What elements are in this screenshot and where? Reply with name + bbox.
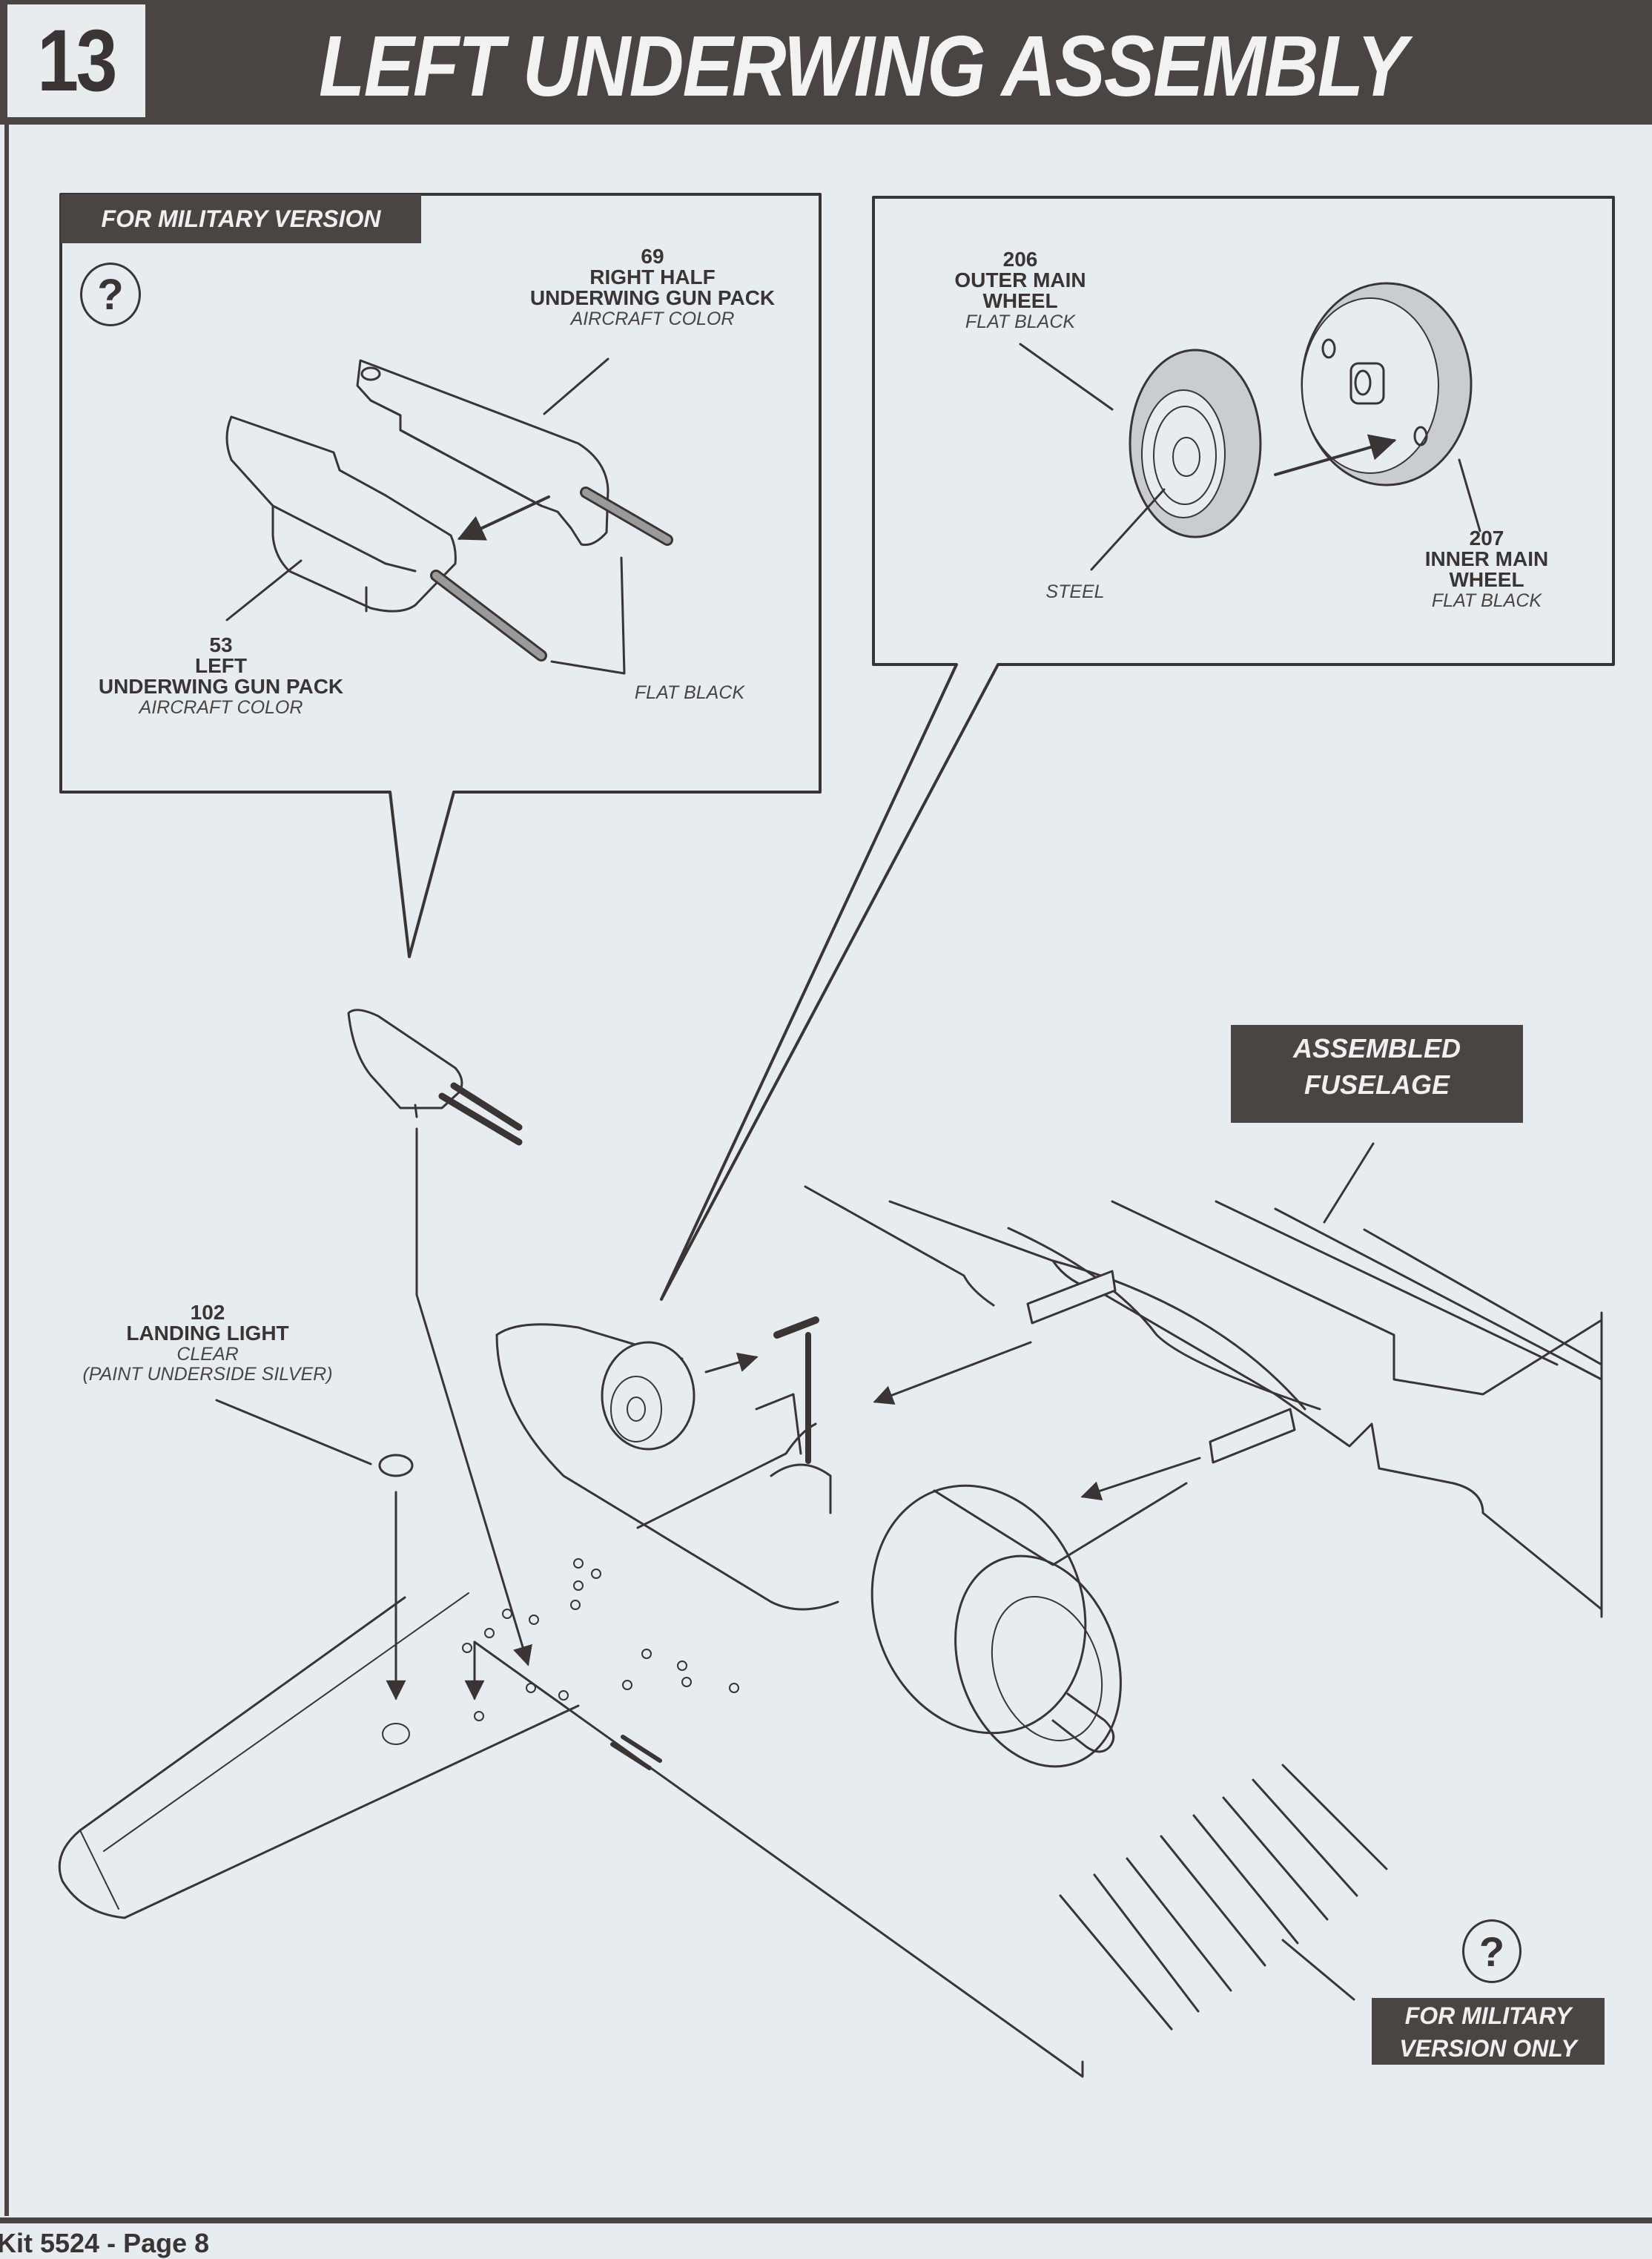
step-header: 13 LEFT UNDERWING ASSEMBLY	[0, 0, 1652, 125]
rockets-drawing	[1059, 1764, 1388, 2031]
label-line: VERSION ONLY	[1399, 2035, 1577, 2062]
step-number: 13	[37, 12, 118, 110]
gun-pack-53-drawing	[225, 415, 547, 662]
part-number: 206	[1002, 248, 1038, 271]
part-number: 102	[190, 1301, 225, 1324]
part-name-line: RIGHT HALF	[589, 266, 716, 288]
main-wheel-assembled-drawing	[601, 1341, 696, 1451]
part-color: AIRCRAFT COLOR	[139, 697, 303, 718]
part-color: FLAT BLACK	[634, 682, 745, 703]
label-line: ASSEMBLED	[1292, 1033, 1461, 1063]
hub-color-label: STEEL	[1038, 581, 1112, 601]
part-color: AIRCRAFT COLOR	[570, 309, 735, 329]
label-line: FOR MILITARY	[1404, 2002, 1572, 2029]
wing-drawing	[58, 1422, 1084, 2078]
assembled-fuselage-label: ASSEMBLED FUSELAGE	[1231, 1025, 1523, 1123]
wing-mount-holes	[462, 1558, 739, 1721]
part-color: FLAT BLACK	[965, 311, 1076, 332]
part-206-label: 206 OUTER MAIN WHEEL FLAT BLACK	[939, 249, 1102, 332]
question-circle-icon[interactable]: ?	[80, 263, 141, 326]
step-title: LEFT UNDERWING ASSEMBLY	[319, 18, 1407, 114]
engine-cowling-drawing	[870, 1482, 1188, 1768]
part-69-label: 69 RIGHT HALF UNDERWING GUN PACK AIRCRAF…	[519, 246, 786, 329]
part-207-label: 207 INNER MAIN WHEEL FLAT BLACK	[1409, 528, 1565, 610]
question-circle-icon[interactable]: ?	[1462, 1919, 1522, 1983]
part-color: CLEAR	[176, 1344, 239, 1365]
step-number-box: 13	[7, 4, 145, 117]
part-number: 69	[641, 245, 664, 268]
page-frame-bottom	[0, 2217, 1652, 2223]
landing-gear-strut-drawing	[755, 1316, 832, 1514]
part-note: (PAINT UNDERSIDE SILVER)	[82, 1364, 333, 1385]
part-color: FLAT BLACK	[1431, 590, 1542, 611]
label-line: FUSELAGE	[1304, 1069, 1450, 1100]
outer-wheel-206-drawing	[1129, 349, 1262, 538]
part-name: LANDING LIGHT	[126, 1322, 289, 1345]
inner-wheel-207-drawing	[1301, 282, 1473, 487]
part-102-label: 102 LANDING LIGHT CLEAR (PAINT UNDERSIDE…	[74, 1302, 341, 1384]
banner-text: FOR MILITARY VERSION	[101, 205, 381, 232]
part-name-line: UNDERWING GUN PACK	[98, 675, 344, 698]
landing-light-part	[378, 1454, 414, 1477]
help-symbol: ?	[1478, 1927, 1505, 1975]
part-name-line: OUTER MAIN	[954, 268, 1086, 291]
gun-pack-69-drawing	[356, 359, 673, 547]
barrels-color-label: FLAT BLACK	[623, 682, 756, 702]
gun-pack-assembled-drawing	[347, 1009, 523, 1146]
part-number: 53	[209, 633, 233, 656]
part-name-line: INNER MAIN	[1424, 547, 1549, 570]
part-color: STEEL	[1045, 581, 1105, 602]
gear-door-drawing	[1026, 1270, 1296, 1464]
part-name-line: WHEEL	[982, 289, 1058, 312]
part-name-line: UNDERWING GUN PACK	[529, 286, 776, 309]
fuselage-drawing	[495, 1185, 1603, 1618]
page-footer: Kit 5524 - Page 8	[0, 2228, 210, 2258]
military-version-banner: FOR MILITARY VERSION	[61, 194, 421, 243]
page-frame-left	[4, 125, 9, 2216]
part-name-line: LEFT	[195, 654, 247, 677]
part-name-line: WHEEL	[1449, 568, 1524, 591]
military-version-only-label: FOR MILITARY VERSION ONLY	[1372, 1998, 1605, 2065]
help-symbol: ?	[97, 270, 124, 319]
part-number: 207	[1469, 527, 1504, 550]
part-53-label: 53 LEFT UNDERWING GUN PACK AIRCRAFT COLO…	[87, 635, 354, 717]
